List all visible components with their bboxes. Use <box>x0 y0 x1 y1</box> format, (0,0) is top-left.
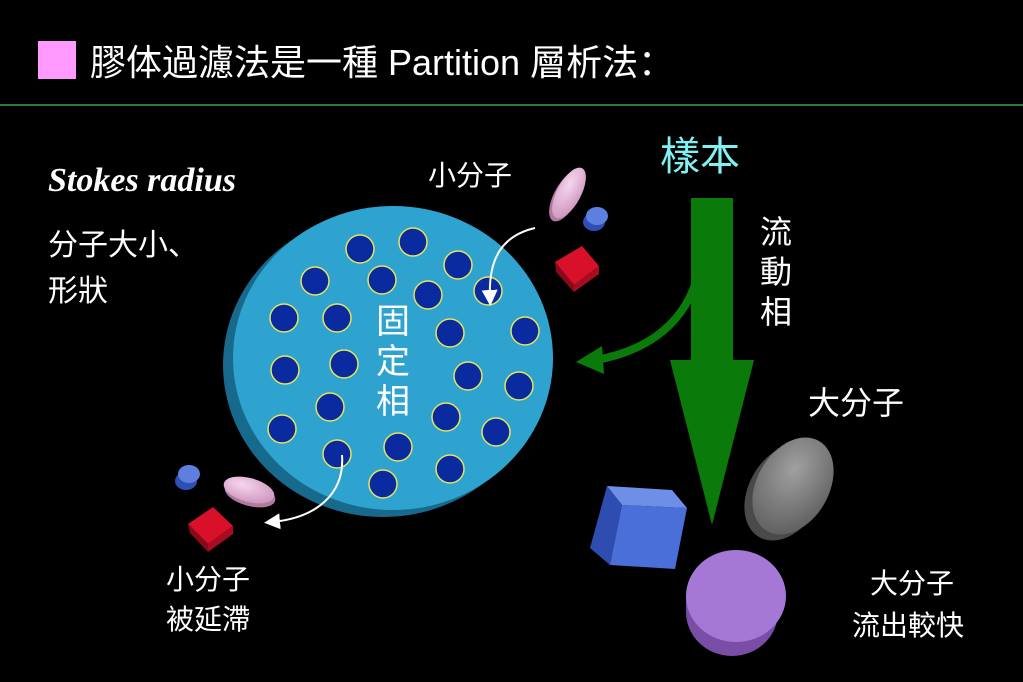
diffusion-arrow <box>576 280 700 374</box>
gel-bead-15 <box>504 371 534 401</box>
gel-bead-6 <box>413 280 443 310</box>
retarded-label: 被延滯 <box>166 603 251 636</box>
gel-bead-5 <box>367 265 397 295</box>
large-molecule-label: 大分子 <box>808 384 905 422</box>
slide-title: 膠体過濾法是一種 Partition 層析法： <box>90 42 675 83</box>
gel-bead-16 <box>315 392 345 422</box>
gel-bead-9 <box>322 303 352 333</box>
gel-bead-7 <box>473 276 503 306</box>
size-shape-line2: 形狀 <box>48 274 108 309</box>
gel-bead-17 <box>431 402 461 432</box>
red-cube-icon <box>555 246 599 292</box>
stokes-radius-label: Stokes radius <box>48 162 236 199</box>
mobile-phase-arrow <box>670 198 754 525</box>
gel-bead-4 <box>300 266 330 296</box>
gel-bead-23 <box>368 469 398 499</box>
gel-bead-18 <box>267 414 297 444</box>
pink-ellipse-bottom-icon <box>223 476 276 508</box>
stationary-phase-label: 固 定 相 <box>376 302 410 422</box>
mobile-phase-label: 流 動 相 <box>760 212 792 332</box>
gel-bead-11 <box>510 316 540 346</box>
small-molecule-top-label: 小分子 <box>428 159 513 192</box>
size-shape-line1: 分子大小、 <box>48 228 198 263</box>
large-molecule-fast-label: 大分子 <box>870 567 955 600</box>
stationary-char-1: 固 <box>376 302 410 342</box>
gel-bead-1 <box>345 234 375 264</box>
mobile-char-2: 動 <box>760 253 793 291</box>
gel-bead-3 <box>443 250 473 280</box>
red-cube-bottom-icon <box>188 507 233 552</box>
gel-bead-22 <box>435 454 465 484</box>
title-divider <box>0 104 1023 106</box>
small-molecule-bottom-label: 小分子 <box>166 563 251 596</box>
gel-bead-12 <box>270 355 300 385</box>
blue-cylinder-bottom-icon <box>175 465 200 490</box>
gel-bead-10 <box>435 318 465 348</box>
gel-bead-20 <box>481 417 511 447</box>
gel-bead-14 <box>453 361 483 391</box>
gel-bead-19 <box>383 432 413 462</box>
mobile-char-1: 流 <box>760 213 793 251</box>
elutes-faster-label: 流出較快 <box>852 609 965 642</box>
gel-bead-2 <box>398 227 428 257</box>
gel-bead-8 <box>269 303 299 333</box>
pink-ellipse-icon <box>549 167 586 222</box>
blue-cylinder-icon <box>583 207 608 231</box>
purple-cylinder-icon <box>686 550 786 656</box>
mobile-char-3: 相 <box>760 293 793 331</box>
small-molecule-exit-arrow <box>264 454 344 530</box>
blue-cube-icon <box>590 486 687 569</box>
gel-bead-21 <box>322 439 352 469</box>
small-molecule-entry-arrow <box>481 227 536 306</box>
gray-disc-icon <box>744 437 834 541</box>
stationary-char-2: 定 <box>376 342 410 382</box>
stationary-char-3: 相 <box>376 382 410 422</box>
bullet-square-icon <box>38 41 76 79</box>
title-row: 膠体過濾法是一種 Partition 層析法： <box>38 34 674 86</box>
gel-beads <box>267 227 540 499</box>
sample-label: 樣本 <box>660 134 740 180</box>
gel-bead-13 <box>329 349 359 379</box>
